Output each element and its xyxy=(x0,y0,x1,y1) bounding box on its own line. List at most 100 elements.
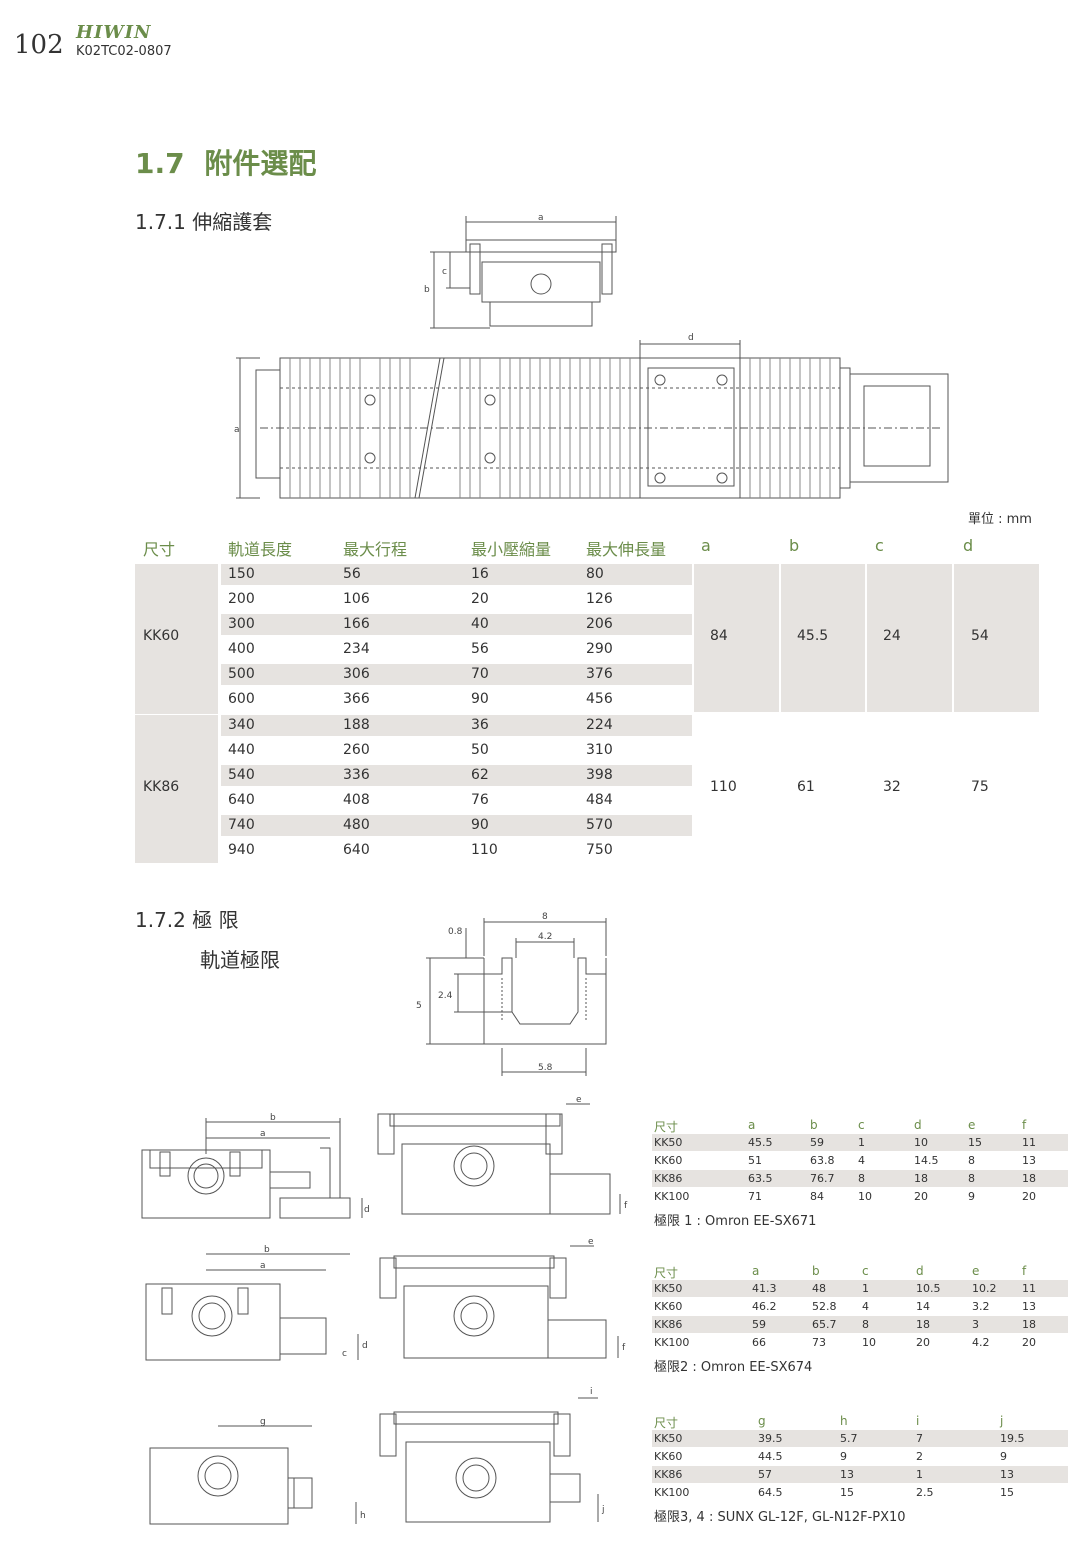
table-header-cell: f xyxy=(1022,1264,1027,1278)
max-extension-cell: 456 xyxy=(586,691,613,707)
min-compression-cell: 90 xyxy=(471,691,489,707)
dim-d-label: d xyxy=(688,333,694,343)
table-cell: 1 xyxy=(862,1282,869,1295)
table-cell: 3 xyxy=(972,1318,979,1331)
table-cell: 15 xyxy=(1000,1486,1014,1499)
row-band xyxy=(221,765,692,786)
max-stroke-cell: 188 xyxy=(343,717,370,733)
table-cell: 20 xyxy=(1022,1336,1036,1349)
col-max-extension: 最大伸長量 xyxy=(586,540,667,559)
table-cell: KK86 xyxy=(654,1172,683,1185)
max-extension-cell: 310 xyxy=(586,742,613,758)
max-stroke-cell: 408 xyxy=(343,792,370,808)
bellows-side-view-drawing: a d xyxy=(234,333,949,499)
limits-subheading: 軌道極限 xyxy=(200,948,280,972)
table-cell: 48 xyxy=(812,1282,826,1295)
table-cell: KK60 xyxy=(654,1450,683,1463)
max-stroke-cell: 640 xyxy=(343,842,370,858)
table-cell: 41.3 xyxy=(752,1282,777,1295)
table-header-cell: c xyxy=(858,1118,865,1132)
dim-c-label: c xyxy=(442,267,447,277)
table-cell: 73 xyxy=(812,1336,826,1349)
kk60-d-shade xyxy=(954,564,1039,712)
table-cell: 66 xyxy=(752,1336,766,1349)
bellows-end-view-drawing: a b c xyxy=(424,213,617,329)
table-cell: 15 xyxy=(840,1486,854,1499)
sensor-caption: 極限3, 4 : SUNX GL-12F, GL-N12F-PX10 xyxy=(654,1510,906,1525)
unit-label: 單位 : mm xyxy=(968,512,1032,527)
rail-length-cell: 440 xyxy=(228,742,255,758)
max-extension-cell: 398 xyxy=(586,767,613,783)
fig1-e: e xyxy=(576,1095,582,1105)
table-cell: 46.2 xyxy=(752,1300,777,1313)
min-compression-cell: 62 xyxy=(471,767,489,783)
dim-b-label: b xyxy=(424,285,430,295)
table-cell: 18 xyxy=(916,1318,930,1331)
fig3-g: g xyxy=(260,1417,266,1427)
table-header-cell: d xyxy=(914,1118,922,1132)
table-header-cell: a xyxy=(748,1118,756,1132)
table-cell: KK86 xyxy=(654,1468,683,1481)
max-extension-cell: 80 xyxy=(586,566,604,582)
table-cell: 10 xyxy=(914,1136,928,1149)
max-stroke-cell: 56 xyxy=(343,566,361,582)
col-b: b xyxy=(789,536,800,555)
table-cell: 11 xyxy=(1022,1136,1036,1149)
table-cell: 45.5 xyxy=(748,1136,773,1149)
table-cell: KK60 xyxy=(654,1154,683,1167)
table-header-cell: f xyxy=(1022,1118,1027,1132)
rail-length-cell: 300 xyxy=(228,616,255,632)
table-cell: 1 xyxy=(916,1468,923,1481)
kk60-b-shade xyxy=(781,564,865,712)
min-compression-cell: 20 xyxy=(471,591,489,607)
group-kk60-shade xyxy=(135,564,218,714)
table-cell: KK50 xyxy=(654,1432,683,1445)
brand-logo: HIWIN xyxy=(76,22,152,43)
fig2-f: f xyxy=(622,1343,626,1353)
rail-length-cell: 940 xyxy=(228,842,255,858)
row-band xyxy=(221,815,692,836)
fig2-d: d xyxy=(362,1341,368,1351)
table-cell: KK100 xyxy=(654,1190,690,1203)
min-compression-cell: 50 xyxy=(471,742,489,758)
table-header-cell: 尺寸 xyxy=(654,1120,679,1134)
dim-a-label: a xyxy=(538,213,544,223)
table-cell: KK100 xyxy=(654,1486,690,1499)
fig3-h: h xyxy=(360,1511,366,1521)
table-cell: 76.7 xyxy=(810,1172,835,1185)
table-cell: 18 xyxy=(1022,1318,1036,1331)
rail-length-cell: 540 xyxy=(228,767,255,783)
rail-dim-8: 8 xyxy=(542,912,548,922)
rail-dim-0-8: 0.8 xyxy=(448,927,463,937)
table-cell: 71 xyxy=(748,1190,762,1203)
min-compression-cell: 76 xyxy=(471,792,489,808)
max-stroke-cell: 260 xyxy=(343,742,370,758)
limit1-front-drawing: b a d xyxy=(141,1113,370,1219)
table-header-cell: i xyxy=(916,1414,920,1428)
dim-c-value: 24 xyxy=(883,628,901,644)
max-extension-cell: 126 xyxy=(586,591,613,607)
fig2-b: b xyxy=(264,1245,270,1255)
rail-length-cell: 340 xyxy=(228,717,255,733)
table-cell: 15 xyxy=(968,1136,982,1149)
kk60-a-shade xyxy=(694,564,779,712)
rail-length-cell: 200 xyxy=(228,591,255,607)
rail-dim-5-8: 5.8 xyxy=(538,1063,553,1073)
col-d: d xyxy=(963,536,974,555)
fig2-e: e xyxy=(588,1237,594,1247)
max-extension-cell: 290 xyxy=(586,641,613,657)
dim-c-value: 32 xyxy=(883,779,901,795)
table-cell: 13 xyxy=(1022,1154,1036,1167)
fig3-j: j xyxy=(601,1505,605,1515)
table-header-cell: b xyxy=(810,1118,818,1132)
col-rail-length: 軌道長度 xyxy=(228,540,293,559)
table-header-cell: h xyxy=(840,1414,848,1428)
max-stroke-cell: 106 xyxy=(343,591,370,607)
table-cell: 39.5 xyxy=(758,1432,783,1445)
fig3-i: i xyxy=(590,1387,593,1397)
col-c: c xyxy=(875,536,884,555)
rail-length-cell: 600 xyxy=(228,691,255,707)
